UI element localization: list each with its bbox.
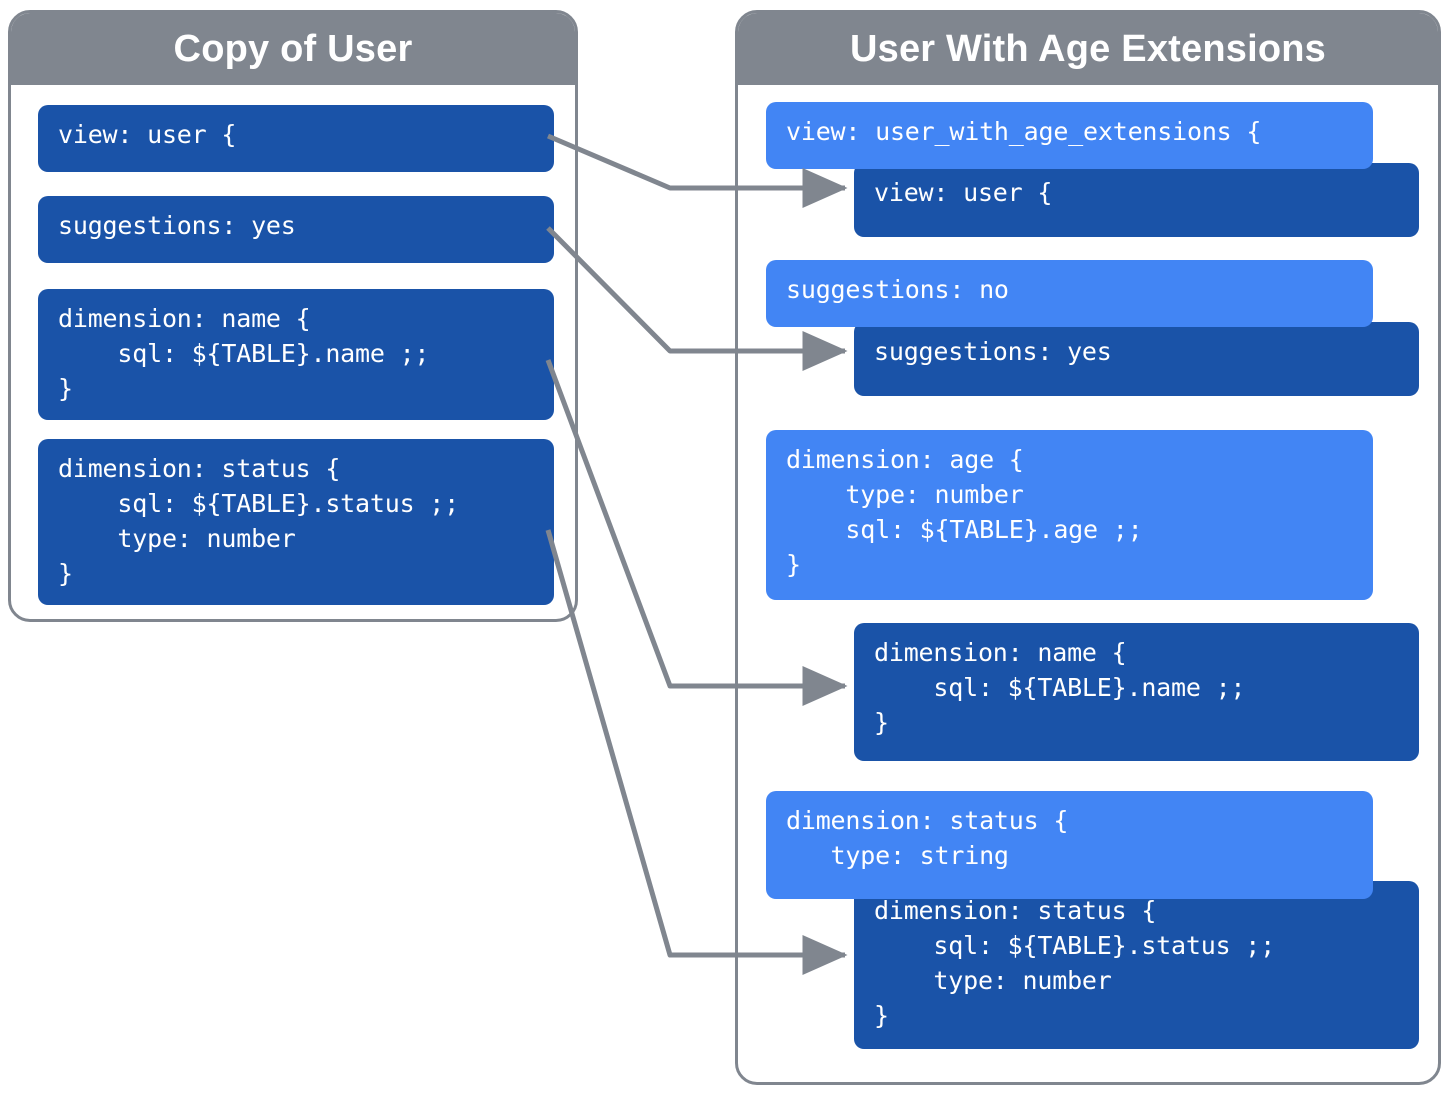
block-right-suggestions-yes[interactable]: suggestions: yes (854, 322, 1419, 396)
panel-user-with-age-extensions: User With Age Extensions view: user_with… (735, 10, 1441, 1085)
block-right-dimension-age[interactable]: dimension: age { type: number sql: ${TAB… (766, 430, 1373, 600)
block-right-dimension-name[interactable]: dimension: name { sql: ${TABLE}.name ;; … (854, 623, 1419, 761)
block-right-view-extensions[interactable]: view: user_with_age_extensions { (766, 102, 1373, 169)
panel-copy-of-user: Copy of User view: user { suggestions: y… (8, 10, 578, 622)
panel-right-title: User With Age Extensions (738, 13, 1438, 85)
block-right-dimension-status-light[interactable]: dimension: status { type: string (766, 791, 1373, 899)
block-right-suggestions-no[interactable]: suggestions: no (766, 260, 1373, 327)
block-right-view-user[interactable]: view: user { (854, 163, 1419, 237)
block-right-dimension-status-dark[interactable]: dimension: status { sql: ${TABLE}.status… (854, 881, 1419, 1049)
panel-left-title: Copy of User (11, 13, 575, 85)
block-left-view[interactable]: view: user { (38, 105, 554, 172)
block-left-dimension-name[interactable]: dimension: name { sql: ${TABLE}.name ;; … (38, 289, 554, 420)
block-left-dimension-status[interactable]: dimension: status { sql: ${TABLE}.status… (38, 439, 554, 605)
block-left-suggestions[interactable]: suggestions: yes (38, 196, 554, 263)
